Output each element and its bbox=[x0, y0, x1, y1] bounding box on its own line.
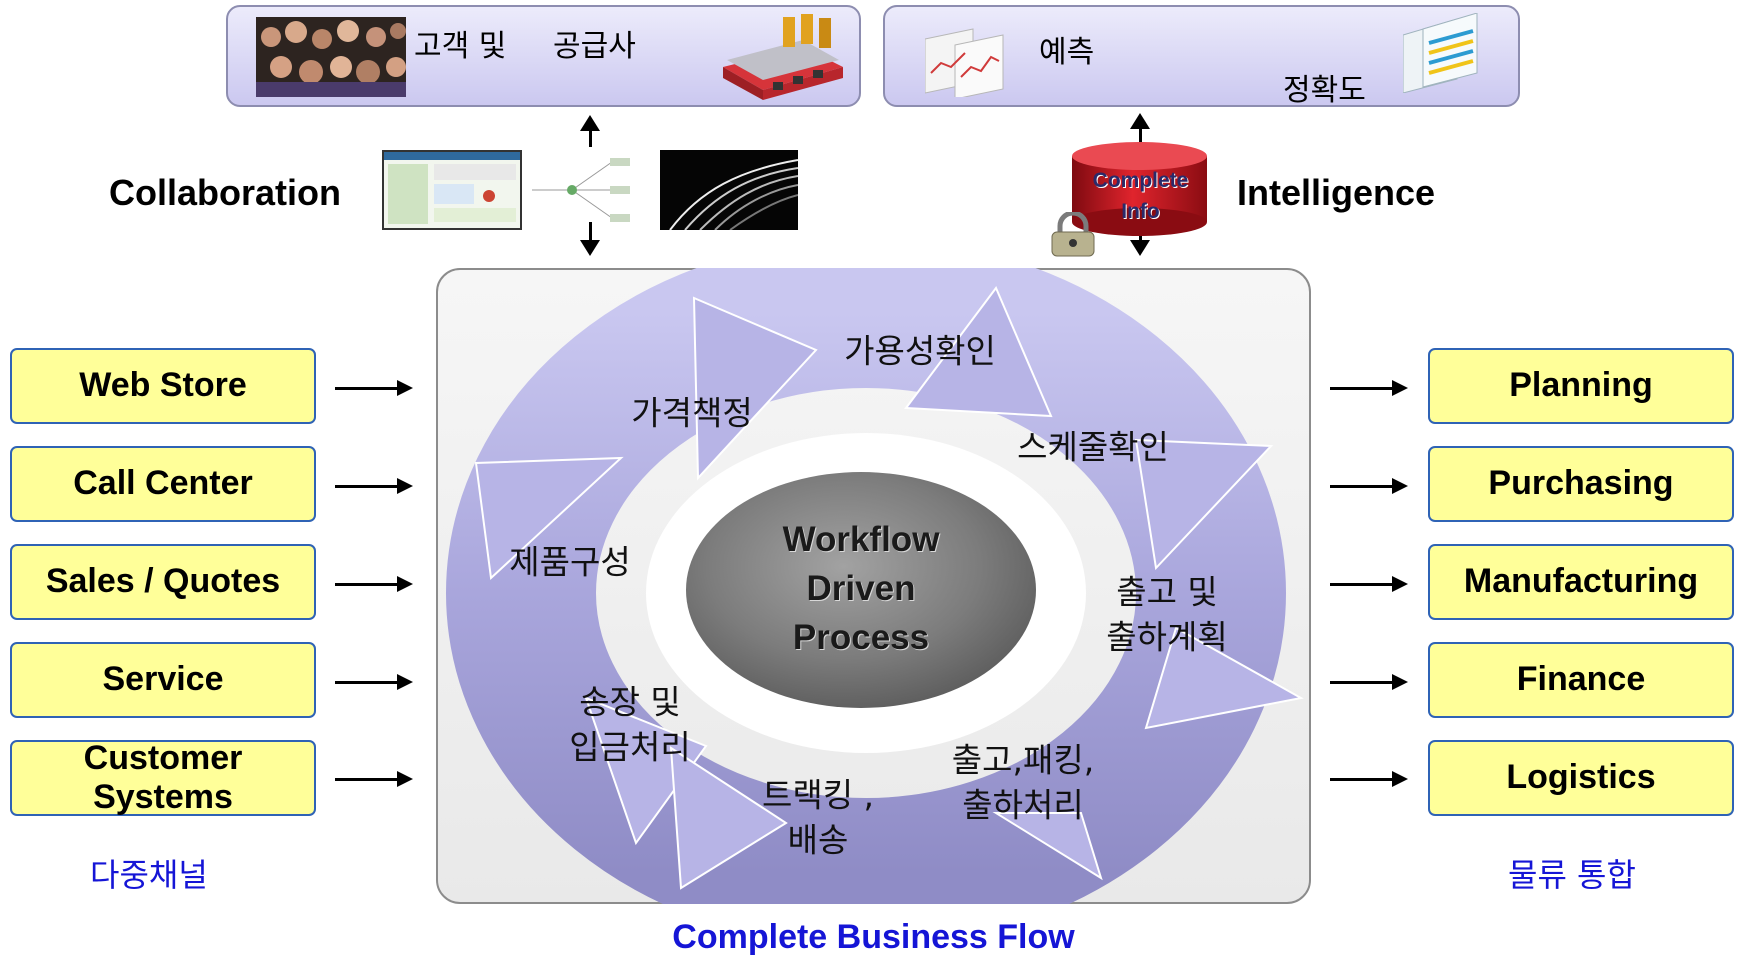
step-label: 출하계획 bbox=[1106, 617, 1228, 656]
function-arrow bbox=[1330, 576, 1408, 592]
light-streaks-photo bbox=[660, 150, 798, 230]
padlock-icon bbox=[1051, 212, 1095, 257]
function-logistics: Logistics bbox=[1428, 740, 1734, 816]
channel-service: Service bbox=[10, 642, 316, 718]
cycle-arrowheads bbox=[474, 286, 1304, 890]
intelligence-label: Intelligence bbox=[1237, 172, 1436, 213]
customers-label: 고객 및 bbox=[414, 29, 507, 64]
step-label: 가용성확인 bbox=[844, 331, 996, 371]
footer-title: Complete Business Flow bbox=[672, 918, 1075, 956]
function-purchasing: Purchasing bbox=[1428, 446, 1734, 522]
channel-customer-systems: Customer Systems bbox=[10, 738, 316, 816]
step-label: 입금처리 bbox=[569, 727, 691, 766]
step-label: 트랙킹 , bbox=[761, 775, 875, 815]
collaboration-arrow-up bbox=[589, 125, 592, 147]
step-release-packing-shipping: 출고,패킹, 출하처리 bbox=[952, 738, 1094, 827]
forecast-chart-icon bbox=[925, 28, 1004, 97]
forecast-label: 예측 bbox=[1039, 35, 1095, 70]
channel-arrow bbox=[335, 674, 413, 690]
channel-call-center: Call Center bbox=[10, 446, 316, 522]
step-label: 출하처리 bbox=[962, 785, 1084, 824]
step-label: 스케줄확인 bbox=[1017, 427, 1169, 467]
channel-arrow bbox=[335, 380, 413, 396]
step-availability-check: 가용성확인 bbox=[844, 330, 996, 375]
hub-line1: Workflow bbox=[782, 520, 940, 559]
intelligence-arrow-down bbox=[1139, 228, 1142, 244]
function-manufacturing: Manufacturing bbox=[1428, 544, 1734, 620]
function-planning: Planning bbox=[1428, 348, 1734, 424]
step-label: 제품구성 bbox=[509, 542, 631, 582]
process-hub-text: Workflow Driven Process bbox=[761, 515, 961, 662]
step-pricing: 가격책정 bbox=[631, 392, 752, 437]
function-arrow bbox=[1330, 380, 1408, 396]
crowd-photo bbox=[256, 17, 406, 97]
intelligence-arrow-up bbox=[1139, 125, 1142, 150]
function-arrow bbox=[1330, 674, 1408, 690]
arrow-down-icon bbox=[1130, 240, 1150, 256]
hub-line3: Process bbox=[792, 618, 930, 657]
channel-customer-systems-label: Customer Systems bbox=[83, 738, 243, 816]
suppliers-label: 공급사 bbox=[553, 29, 636, 64]
channels-caption: 다중채널 bbox=[90, 856, 208, 894]
function-arrow bbox=[1330, 771, 1408, 787]
collaboration-screenshot bbox=[382, 150, 522, 230]
channel-sales-quotes: Sales / Quotes bbox=[10, 544, 316, 620]
step-schedule-check: 스케줄확인 bbox=[1017, 426, 1169, 471]
crowd-icon bbox=[256, 17, 406, 97]
hub-line2: Driven bbox=[806, 569, 916, 608]
step-label: 배송 bbox=[787, 820, 849, 859]
collaboration-label: Collaboration bbox=[109, 172, 341, 213]
database-label-line2: Info bbox=[1121, 200, 1160, 223]
channel-web-store: Web Store bbox=[10, 348, 316, 424]
function-arrow bbox=[1330, 478, 1408, 494]
accuracy-label: 정확도 bbox=[1283, 73, 1366, 108]
step-label: 송장 및 bbox=[579, 682, 681, 722]
step-label: 가격책정 bbox=[631, 393, 753, 433]
step-label: 출고 및 bbox=[1116, 572, 1218, 612]
network-tree-icon bbox=[532, 158, 630, 222]
process-cycle-diagram bbox=[446, 268, 1304, 904]
screenshot-icon bbox=[384, 152, 520, 224]
channel-arrow bbox=[335, 576, 413, 592]
forecast-accuracy-panel: 예측 정확도 bbox=[883, 5, 1520, 108]
arrow-down-icon bbox=[580, 240, 600, 256]
arrow-up-icon bbox=[580, 115, 600, 131]
channel-arrow bbox=[335, 771, 413, 787]
functions-caption: 물류 통합 bbox=[1508, 856, 1636, 894]
arrow-up-icon bbox=[1130, 113, 1150, 129]
function-finance: Finance bbox=[1428, 642, 1734, 718]
light-streaks-icon bbox=[669, 159, 798, 230]
accuracy-report-icon bbox=[1403, 13, 1478, 93]
database-label-line1: Complete bbox=[1092, 169, 1189, 192]
step-tracking-delivery: 트랙킹 , 배송 bbox=[762, 773, 874, 862]
customers-suppliers-panel: 고객 및 공급사 bbox=[226, 5, 861, 107]
step-label: 출고,패킹, bbox=[951, 740, 1095, 780]
database-icon bbox=[1072, 142, 1207, 236]
collaboration-arrow-down bbox=[589, 222, 592, 244]
step-product-config: 제품구성 bbox=[509, 541, 630, 586]
channel-arrow bbox=[335, 478, 413, 494]
factory-icon bbox=[723, 14, 843, 100]
